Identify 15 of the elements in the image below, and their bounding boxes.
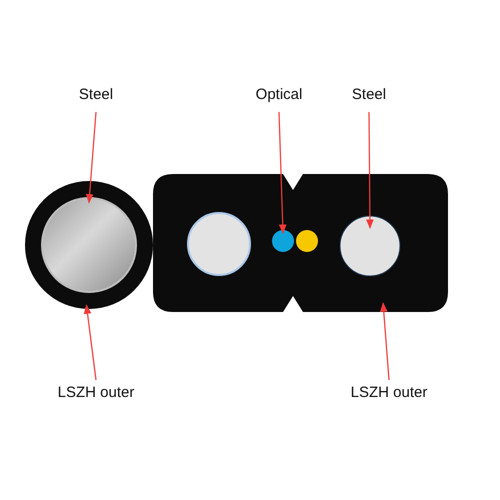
optical-fiber bbox=[272, 230, 294, 252]
leader-line bbox=[366, 112, 374, 229]
steel-wire bbox=[340, 216, 400, 276]
part-label: Steel bbox=[352, 86, 386, 104]
leader-line bbox=[278, 112, 287, 234]
part-label: LSZH outer bbox=[350, 384, 428, 402]
part-label: LSZH outer bbox=[58, 384, 134, 402]
leader-line bbox=[380, 302, 390, 380]
leader-line bbox=[86, 112, 97, 204]
part-label: Optical bbox=[256, 86, 302, 104]
part-label: Steel bbox=[78, 86, 114, 104]
steel-wire bbox=[41, 197, 137, 293]
leader-line bbox=[84, 304, 97, 380]
cable-jacket bbox=[25, 181, 153, 309]
cable-jacket bbox=[153, 174, 448, 312]
